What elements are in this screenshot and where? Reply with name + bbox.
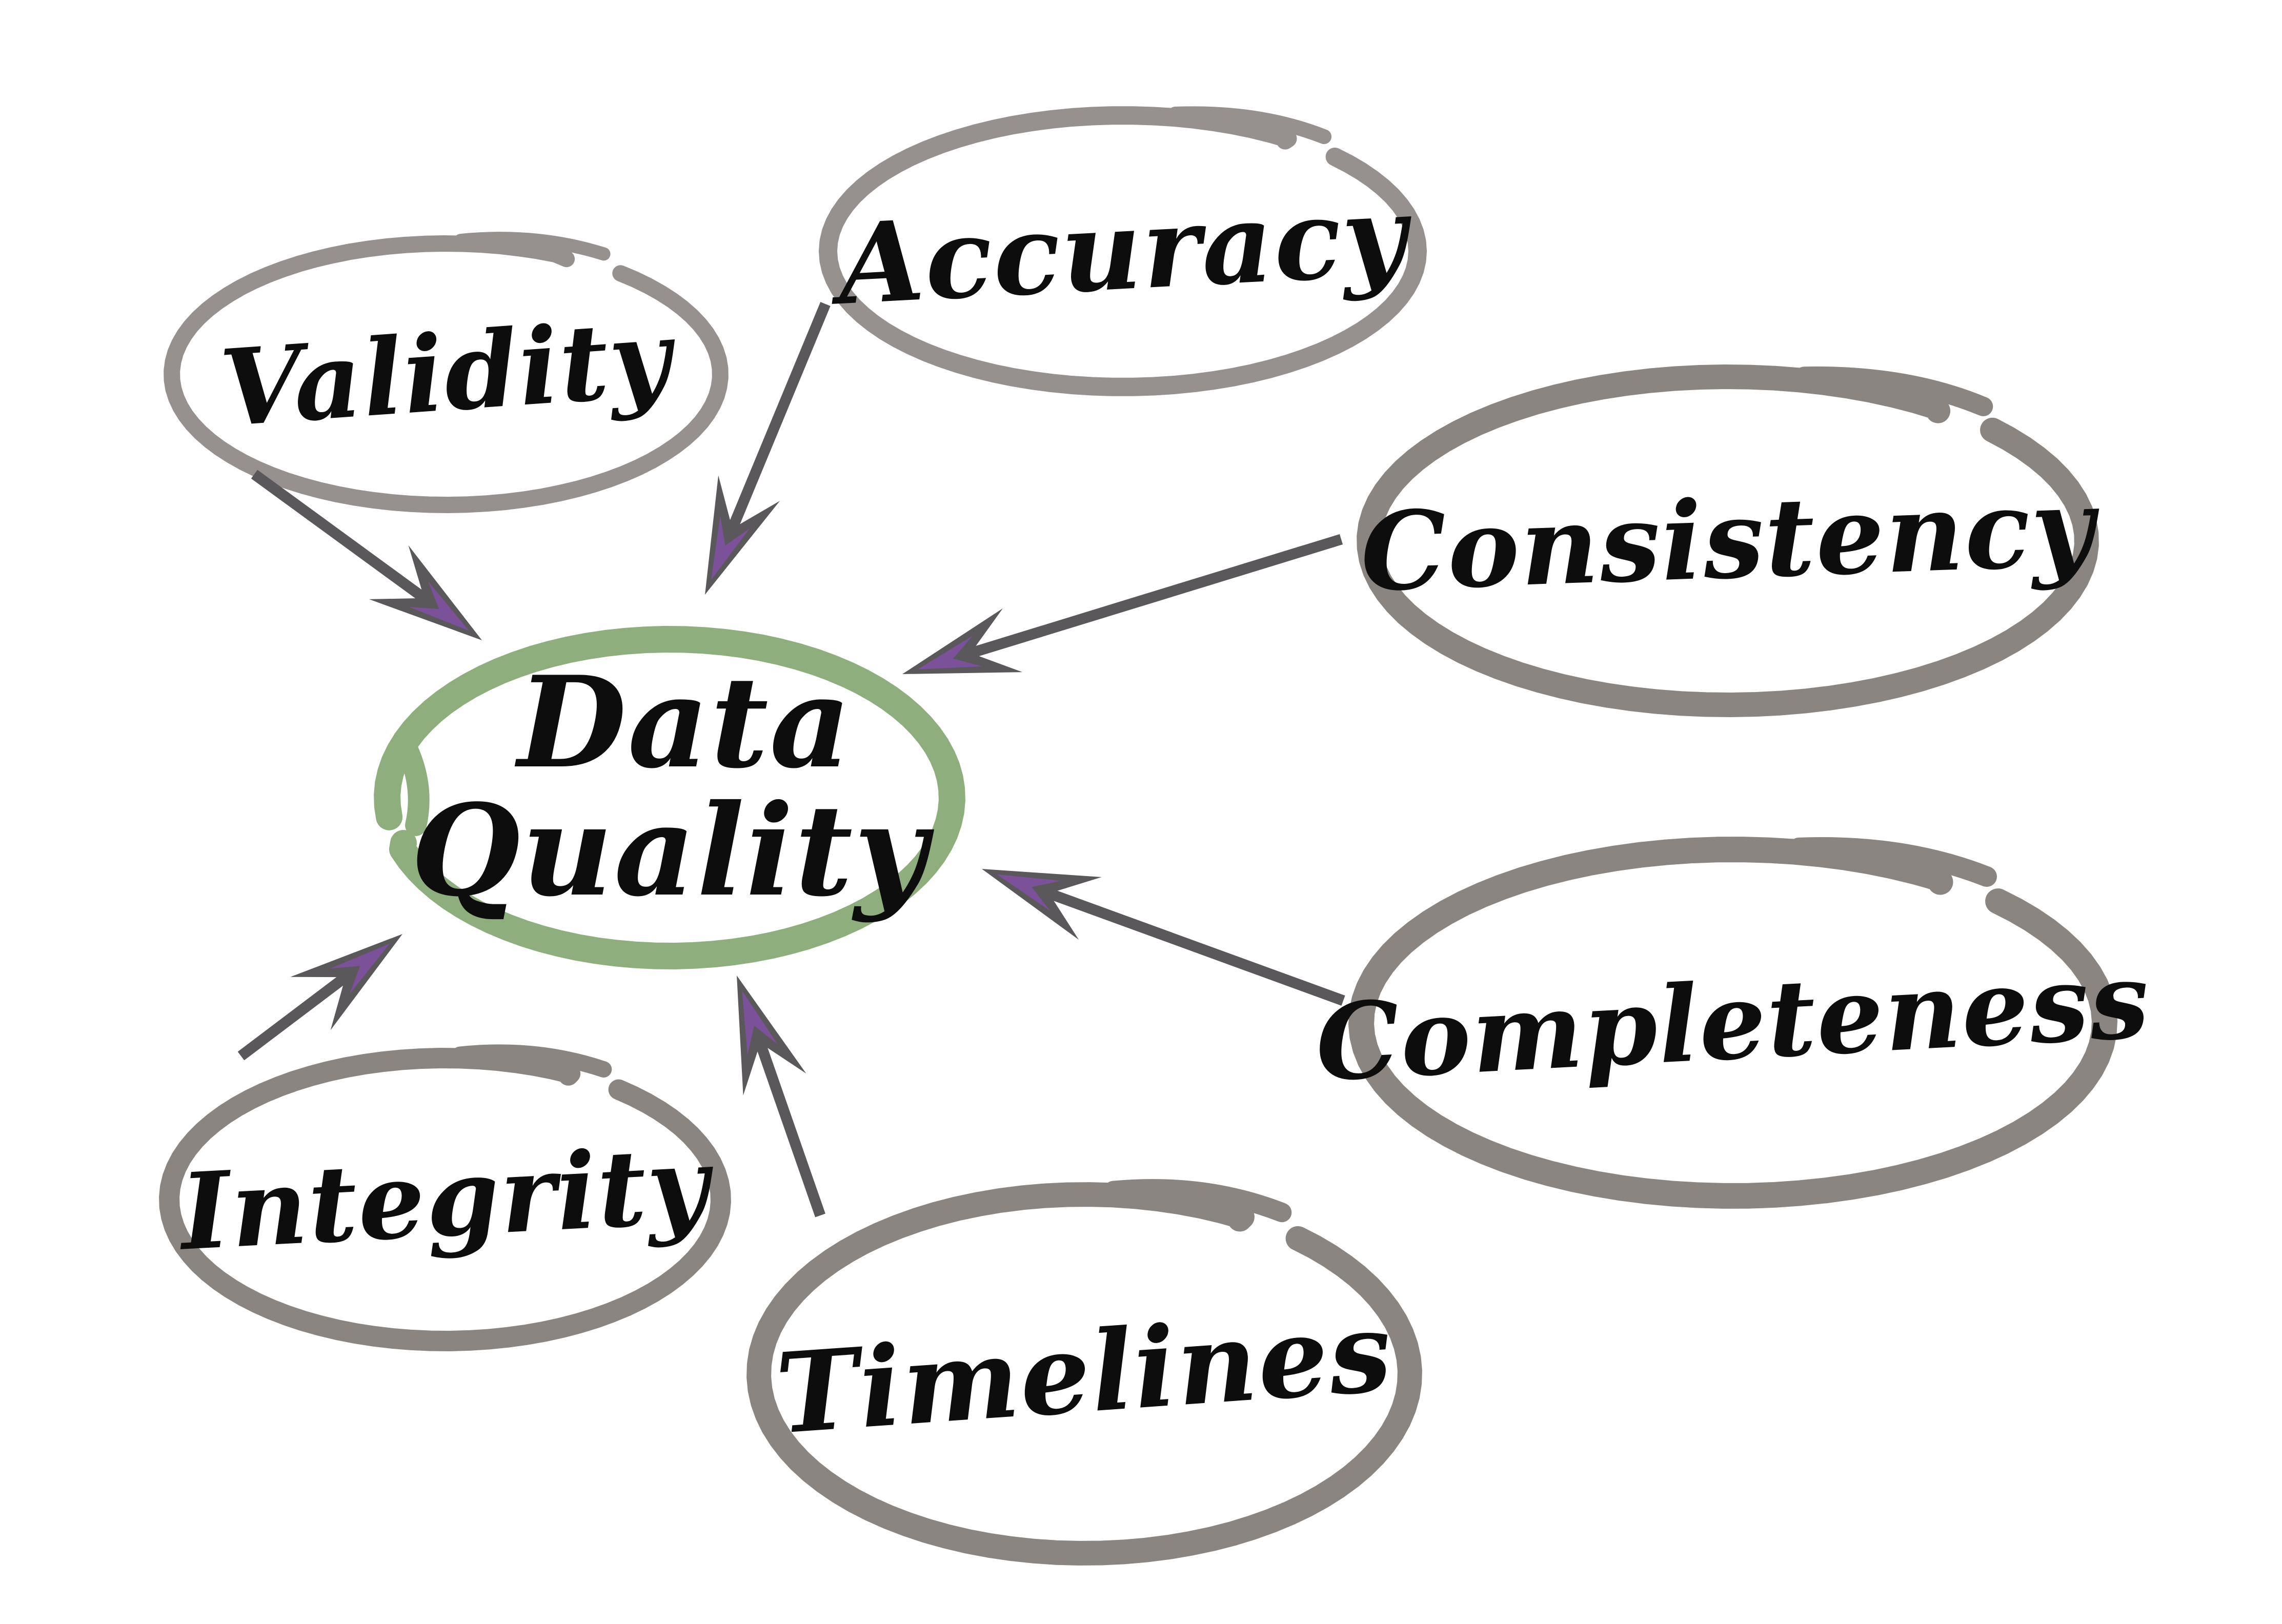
arrow-shaft xyxy=(720,301,831,549)
bubble-pen-tail xyxy=(1794,366,1993,416)
node-timelines: Timelines xyxy=(746,1179,1422,1566)
node-integrity: Integrity xyxy=(159,1044,731,1351)
arrow-validity-to-center xyxy=(251,470,482,640)
bubble-outline xyxy=(746,1182,1422,1566)
node-data-quality-label-line-1: Data xyxy=(515,648,853,796)
bubble-pen-tail xyxy=(451,1044,612,1078)
arrow-consistency-to-center xyxy=(902,534,1343,674)
arrowhead-inner-dart xyxy=(997,874,1061,911)
node-consistency-label: Consistency xyxy=(1359,463,2103,616)
node-accuracy: Accuracy xyxy=(819,106,1427,396)
node-completeness: Completeness xyxy=(1313,837,2153,1209)
arrow-shaft xyxy=(251,470,443,614)
arrow-shaft xyxy=(950,534,1343,664)
arrowhead-inner-dart xyxy=(409,581,469,631)
arrow-accuracy-to-center xyxy=(705,301,831,595)
arrow-completeness-to-center xyxy=(982,869,1345,1006)
bubble-outline xyxy=(374,626,965,969)
arrowhead-inner-dart xyxy=(742,990,778,1055)
bubble-outline xyxy=(164,235,729,513)
node-accuracy-label: Accuracy xyxy=(826,170,1416,330)
bubble-outline xyxy=(1348,837,2117,1209)
bubble-pen-tail xyxy=(1789,837,1997,887)
node-integrity-label: Integrity xyxy=(175,1123,717,1274)
bubble-pen-tail xyxy=(1103,1179,1292,1223)
arrow-shaft xyxy=(1028,881,1345,1006)
node-timelines-label: Timelines xyxy=(772,1286,1397,1458)
arrowhead-icon xyxy=(902,608,1023,674)
node-data-quality-label-line-2: Quality xyxy=(411,777,934,924)
bubble-outline xyxy=(1357,364,2099,717)
arrowhead-inner-dart xyxy=(330,944,390,994)
arrow-shaft xyxy=(749,1023,825,1217)
node-validity: Validity xyxy=(164,232,729,513)
bubble-outline xyxy=(819,106,1427,396)
node-validity-label: Validity xyxy=(216,296,680,451)
node-completeness-label: Completeness xyxy=(1313,939,2153,1105)
arrow-integrity-to-center xyxy=(237,934,402,1061)
bubble-pen-tail xyxy=(397,739,430,836)
arrowhead-inner-dart xyxy=(711,516,750,580)
node-consistency: Consistency xyxy=(1357,364,2103,717)
bubble-pen-tail xyxy=(454,232,611,261)
arrowhead-inner-dart xyxy=(918,636,982,669)
bubble-outline xyxy=(159,1048,731,1351)
arrow-timelines-to-center xyxy=(737,976,825,1217)
bubble-pen-tail xyxy=(1167,106,1332,145)
arrow-shaft xyxy=(237,961,365,1061)
